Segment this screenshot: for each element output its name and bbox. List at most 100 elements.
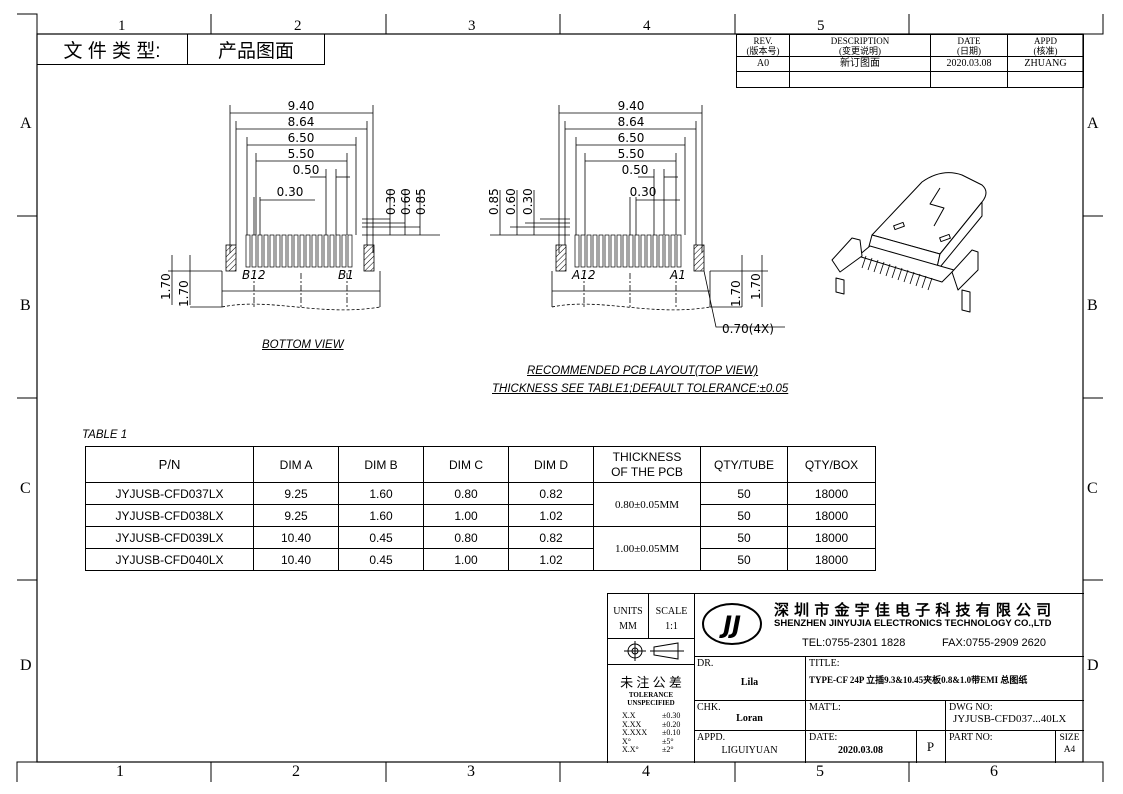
tv-pin-a12: A12 [571,268,595,282]
tv-vdim-060: 0.60 [504,188,518,215]
tolerance-zh: 未 注 公 差 [620,675,682,690]
connector-isometric-view [831,172,987,313]
rev-desc-cell: 新订图面 [789,56,931,72]
zone-row-right-c: C [1087,480,1098,497]
projection-symbol-box [608,638,695,665]
tv-dim-550: 5.50 [618,147,645,161]
bv-pin-b12: B12 [242,268,266,282]
layout-note-title: RECOMMENDED PCB LAYOUT(TOP VIEW) [527,365,759,377]
part-no-cell: PART NO: [945,730,1056,763]
td-qty-box: 18000 [787,504,876,527]
title-cell: TITLE: TYPE-CF 24P 立插9.3&10.45夹板0.8&1.0带… [805,656,1084,701]
th-dim-b: DIM B [338,446,424,483]
dr-value: Lila [740,677,759,688]
zone-row-right-b: B [1087,297,1098,314]
company-tel: TEL:0755-2301 1828 [802,637,906,649]
bv-hdim-170-a: 1.70 [159,273,173,300]
tol-row: X.XX±0.20 [622,719,681,729]
bv-dim-050: 0.50 [293,163,320,177]
zone-col-top-5: 5 [817,18,825,34]
zone-col-bottom-1: 1 [116,763,124,780]
company-header: JJ 深 圳 市 金 宇 佳 电 子 科 技 有 限 公 司 SHENZHEN … [694,594,1084,657]
bv-hdim-170-b: 1.70 [177,280,191,307]
bv-vdim-030: 0.30 [384,188,398,215]
date-value: 2020.03.08 [838,745,883,756]
appd-cell: APPD. LIGUIYUAN [694,730,806,763]
th-dim-a: DIM A [253,446,339,483]
rev-cell: A0 [736,56,790,72]
td-qty-tube: 50 [700,482,788,505]
bv-dim-550: 5.50 [288,147,315,161]
td-pn: JYJUSB-CFD038LX [85,504,254,527]
td-dim-b: 1.60 [338,482,424,505]
bv-vdim-060: 0.60 [399,188,413,215]
rev-appd-cell: ZHUANG [1007,56,1084,72]
td-pn: JYJUSB-CFD040LX [85,548,254,571]
bv-vdim-085: 0.85 [414,188,428,215]
dr-cell: DR. Lila [694,656,806,701]
td-dim-d: 0.82 [508,482,594,505]
zone-col-bottom-2: 2 [292,763,300,780]
company-fax: FAX:0755-2909 2620 [942,637,1046,649]
layout-note-tolerance: THICKNESS SEE TABLE1;DEFAULT TOLERANCE:±… [492,383,789,395]
rev-header-appd: APPD(核准) [1007,34,1084,57]
chk-cell: CHK. Loran [694,700,806,731]
td-dim-a: 10.40 [253,526,339,549]
zone-row-right-a: A [1087,115,1099,132]
bottom-view-title: BOTTOM VIEW [262,339,344,351]
bottom-view-drawing: 9.40 8.64 6.50 5.50 0.50 0.30 0.30 0.60 … [159,99,440,311]
tv-dim-940: 9.40 [618,99,645,113]
zone-col-bottom-3: 3 [467,763,475,780]
tv-dim-864: 8.64 [618,115,645,129]
zone-col-bottom-5: 5 [816,763,824,780]
td-qty-tube: 50 [700,504,788,527]
dwg-no-cell: DWG NO: JYJUSB-CFD037...40LX [945,700,1084,731]
th-qty-tube: QTY/TUBE [700,446,788,483]
td-qty-tube: 50 [700,526,788,549]
size-value: A4 [1063,745,1076,755]
tol-row: X.X°±2° [622,745,674,754]
td-dim-c: 0.80 [423,482,509,505]
td-thickness: 0.80±0.05MM [593,482,701,527]
td-pn: JYJUSB-CFD037LX [85,482,254,505]
appd-value: LIGUIYUAN [721,745,778,756]
zone-col-top-3: 3 [468,18,476,34]
tv-dim-050: 0.50 [622,163,649,177]
page-indicator: P [916,730,946,763]
td-dim-b: 0.45 [338,526,424,549]
dwg-no-value: JYJUSB-CFD037...40LX [953,713,1067,725]
td-dim-c: 1.00 [423,504,509,527]
th-dim-d: DIM D [508,446,594,483]
tv-hdim-170-b: 1.70 [749,273,763,300]
zone-row-left-d: D [20,657,32,674]
zone-col-bottom-6: 6 [990,763,998,780]
tol-row: X°±5° [622,736,674,746]
tv-hdim-170-a: 1.70 [729,280,743,307]
bv-dim-940: 9.40 [288,99,315,113]
zone-row-left-c: C [20,480,31,497]
rev-header-date: DATE(日期) [930,34,1008,57]
matl-cell: MAT'L: [805,700,946,731]
zone-row-left-b: B [20,297,31,314]
th-qty-box: QTY/BOX [787,446,876,483]
logo-text: JJ [719,611,741,639]
bv-dim-650: 6.50 [288,131,315,145]
tol-row: X.XXX±0.10 [622,728,681,737]
company-name-en: SHENZHEN JINYUJIA ELECTRONICS TECHNOLOGY… [774,618,1052,629]
tv-dim-030: 0.30 [630,185,657,199]
tv-pad-dim: 0.70(4X) [722,322,774,336]
td-dim-c: 0.80 [423,526,509,549]
td-dim-d: 1.02 [508,504,594,527]
rev-header-desc: DESCRIPTION(变更说明) [789,34,931,57]
td-thickness: 1.00±0.05MM [593,526,701,571]
td-dim-a: 10.40 [253,548,339,571]
doc-type-label: 文 件 类 型: [37,34,188,64]
bv-pin-b1: B1 [338,268,354,282]
td-qty-tube: 50 [700,548,788,571]
rev-header-rev: REV.(版本号) [736,34,790,57]
size-cell: SIZE A4 [1055,730,1084,765]
chk-value: Loran [736,713,763,724]
